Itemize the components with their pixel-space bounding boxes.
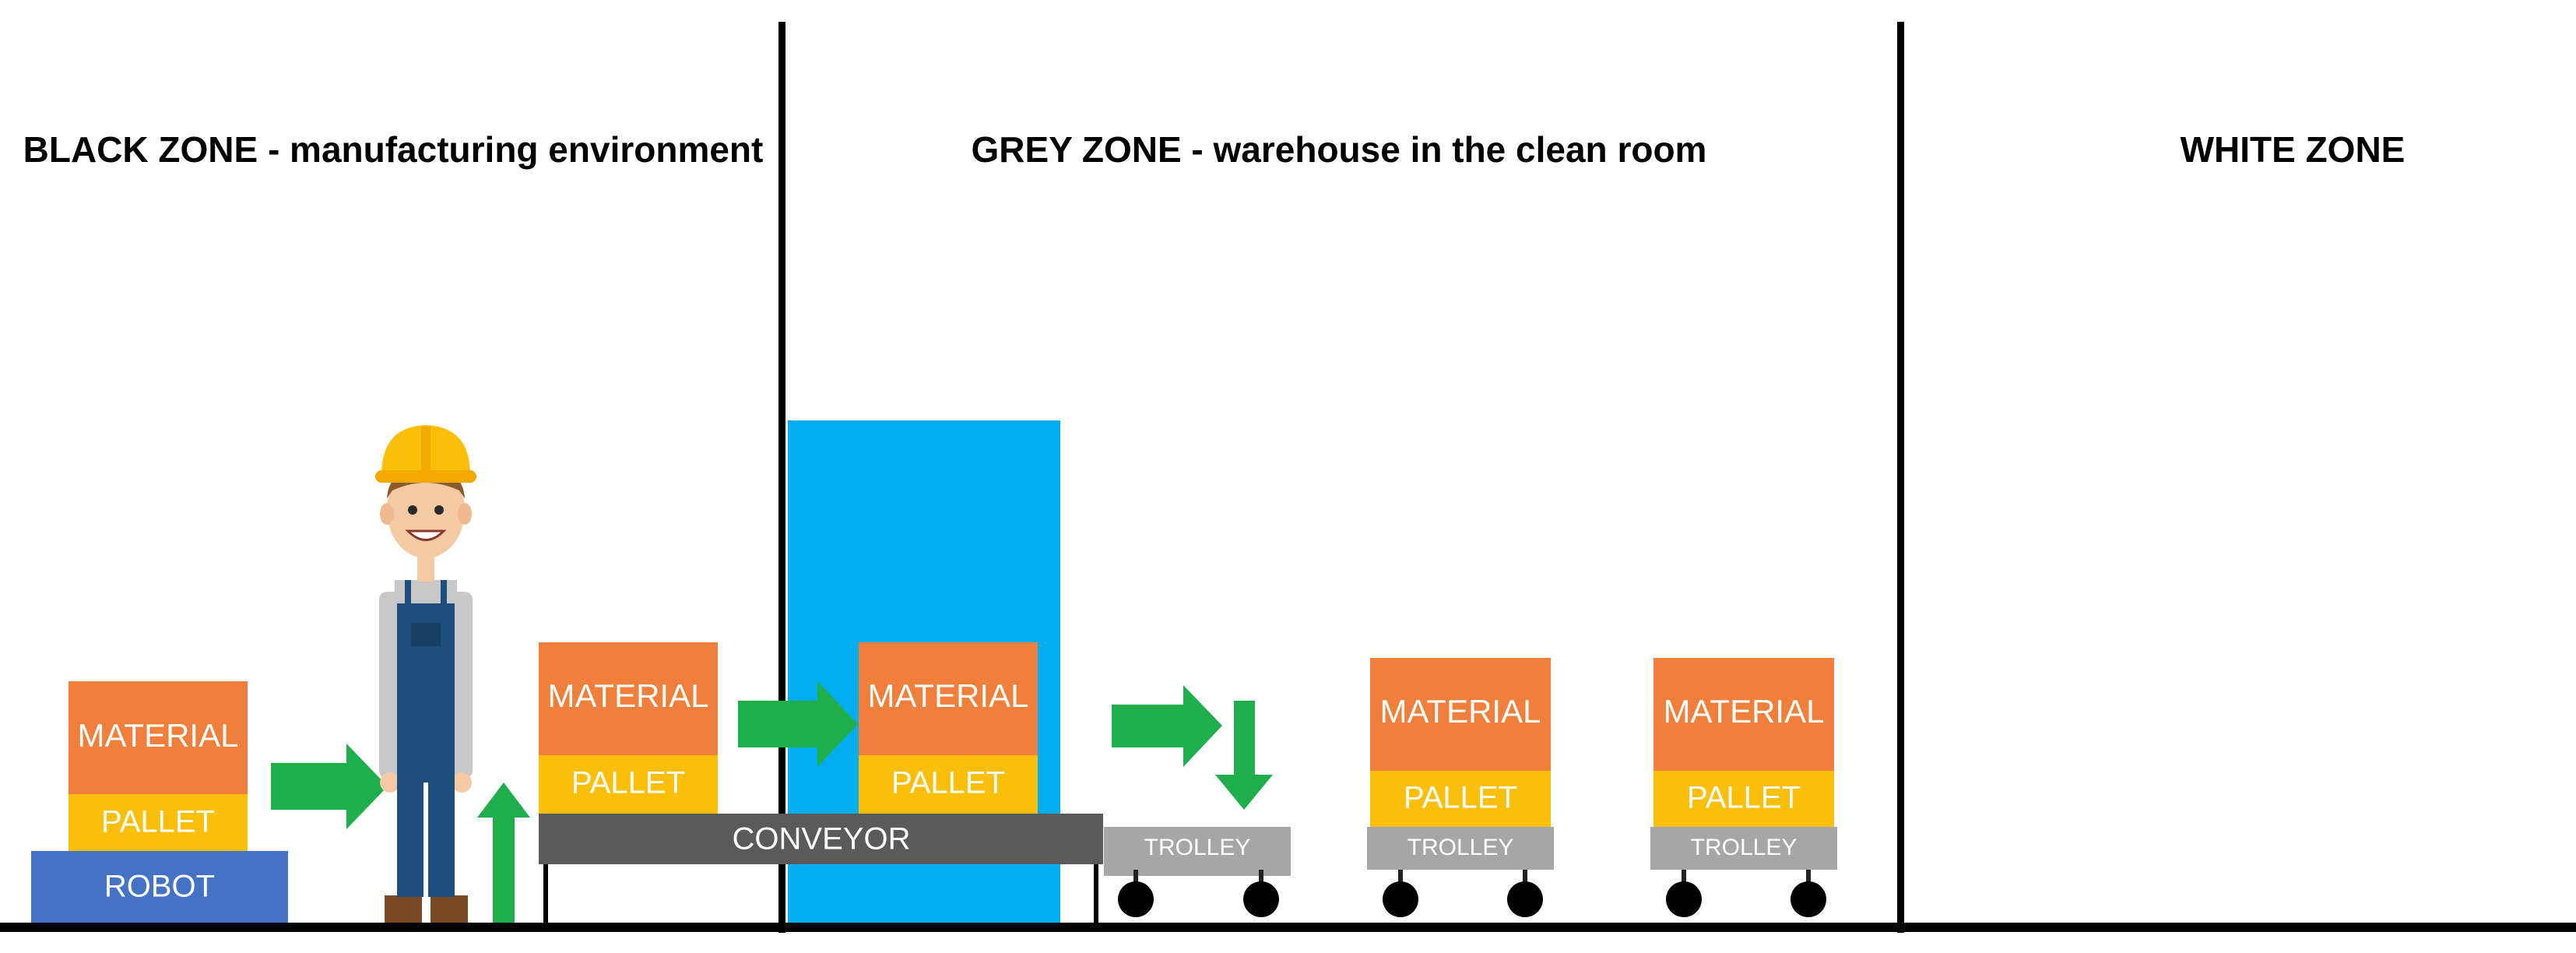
worker-with-hard-hat-icon (375, 425, 476, 923)
wheel-icon (1507, 881, 1543, 917)
trolley-loaded-2: MATERIAL PALLET TROLLEY (1650, 658, 1837, 917)
flow-arrow-icon (738, 681, 858, 767)
flow-arrow-icon (271, 744, 388, 829)
trolley-deck (1650, 827, 1837, 870)
material-label: MATERIAL (78, 717, 239, 754)
pallet-label: PALLET (101, 805, 215, 839)
zone-title-black: BLACK ZONE - manufacturing environment (23, 129, 764, 170)
material-block (1653, 658, 1834, 771)
pallet-block (69, 794, 248, 851)
trolley-label: TROLLEY (1407, 835, 1514, 860)
conveyor-leg (543, 864, 548, 923)
flow-arrow-icon (1112, 685, 1222, 767)
wheel-icon (1243, 881, 1279, 917)
trolley-label: TROLLEY (1691, 835, 1798, 860)
pallet-block (539, 755, 718, 814)
zone-divider-grey-white (1897, 22, 1904, 933)
conveyor-stack-2: PALLET MATERIAL (859, 642, 1038, 814)
zone-title-white: WHITE ZONE (2181, 129, 2406, 170)
pallet-label: PALLET (1404, 781, 1517, 815)
pallet-label: PALLET (571, 766, 685, 800)
material-label: MATERIAL (1664, 693, 1825, 730)
flow-arrow-icon (1215, 701, 1273, 810)
material-block (1370, 658, 1551, 771)
wheel-icon (1791, 881, 1826, 917)
trolley-empty: TROLLEY (1104, 827, 1291, 917)
material-block (69, 681, 248, 794)
robot-block (31, 851, 288, 923)
conveyor: CONVEYOR (539, 814, 1103, 923)
conveyor-label: CONVEYOR (733, 822, 911, 856)
flow-arrow-icon (477, 782, 530, 923)
wheel-icon (1383, 881, 1418, 917)
pallet-block (859, 755, 1038, 814)
floor-line (0, 923, 2576, 932)
pallet-block (1370, 771, 1551, 827)
conveyor-belt (539, 814, 1103, 864)
conveyor-leg (1094, 864, 1098, 923)
material-block (859, 642, 1038, 755)
trolley-loaded-1: MATERIAL PALLET TROLLEY (1367, 658, 1554, 917)
zone-title-grey: GREY ZONE - warehouse in the clean room (972, 129, 1707, 170)
conveyor-stack-1: PALLET MATERIAL (539, 642, 718, 814)
trolley-deck (1367, 827, 1554, 870)
trolley-label: TROLLEY (1144, 835, 1251, 860)
material-label: MATERIAL (1380, 693, 1541, 730)
pallet-block (1653, 771, 1834, 827)
pallet-label: PALLET (1687, 781, 1801, 815)
robot-label: ROBOT (104, 870, 215, 904)
material-label: MATERIAL (548, 677, 709, 714)
robot-stack: ROBOT PALLET MATERIAL (31, 681, 288, 923)
trolley-deck (1104, 827, 1291, 870)
material-label: MATERIAL (868, 677, 1029, 714)
zone-divider-black-grey (778, 22, 785, 933)
trolley-frame (1104, 870, 1291, 876)
pallet-label: PALLET (891, 766, 1005, 800)
wheel-icon (1118, 881, 1154, 917)
material-block (539, 642, 718, 755)
wheel-icon (1666, 881, 1702, 917)
